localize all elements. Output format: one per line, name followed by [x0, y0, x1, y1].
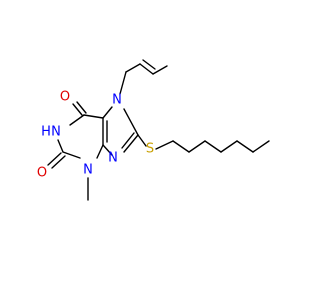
bond-ch-ch-double: [142, 59, 156, 70]
bond-c6-n1: [69, 114, 85, 126]
atom-label-n3: N: [83, 163, 93, 178]
bond-c2-o-2: [51, 155, 66, 169]
bond-ch2-ch: [125, 63, 141, 73]
bond-heptyl-3: [204, 140, 222, 153]
molecule-canvas: O H N O N N N S: [37, 59, 270, 201]
atom-label-o-left: O: [37, 166, 47, 181]
bond-c8-s: [137, 134, 147, 147]
bond-c5-n7: [102, 106, 113, 119]
bond-n7-c8: [123, 108, 139, 136]
bond-n9-c4: [102, 144, 113, 156]
bond-c2-o: [47, 152, 62, 166]
bond-c5-c6: [83, 114, 104, 119]
molecule-diagram: O H N O N N N S: [37, 59, 270, 201]
atom-label-n9: N: [108, 151, 118, 166]
bond-ch-ch3: [152, 65, 168, 75]
atom-label-n7: N: [112, 93, 122, 108]
bonds: [47, 59, 270, 201]
bond-heptyl-4: [220, 140, 238, 153]
atom-label-s: S: [146, 142, 154, 157]
bond-n7-ch2: [119, 71, 127, 95]
bond-heptyl-5: [236, 140, 254, 153]
bond-heptyl-6: [252, 140, 270, 153]
bond-ch-ch: [139, 63, 154, 75]
atom-label-o-top: O: [60, 90, 70, 105]
bond-c6-o-2: [76, 101, 87, 114]
bond-c2-n3: [62, 151, 81, 159]
bond-s-c1: [155, 140, 174, 150]
bond-c6-o: [72, 103, 83, 116]
bond-c8-n9: [123, 134, 139, 153]
bond-heptyl-1: [172, 140, 190, 153]
atom-label-n1: N: [51, 125, 61, 140]
atom-labels: O H N O N N N S: [37, 90, 154, 181]
bond-n1-c2: [57, 139, 64, 153]
bond-heptyl-2: [188, 140, 206, 153]
bond-n3-c4: [96, 144, 104, 159]
bond-c8-n9-inner: [121, 132, 135, 149]
atom-label-h: H: [41, 125, 51, 140]
